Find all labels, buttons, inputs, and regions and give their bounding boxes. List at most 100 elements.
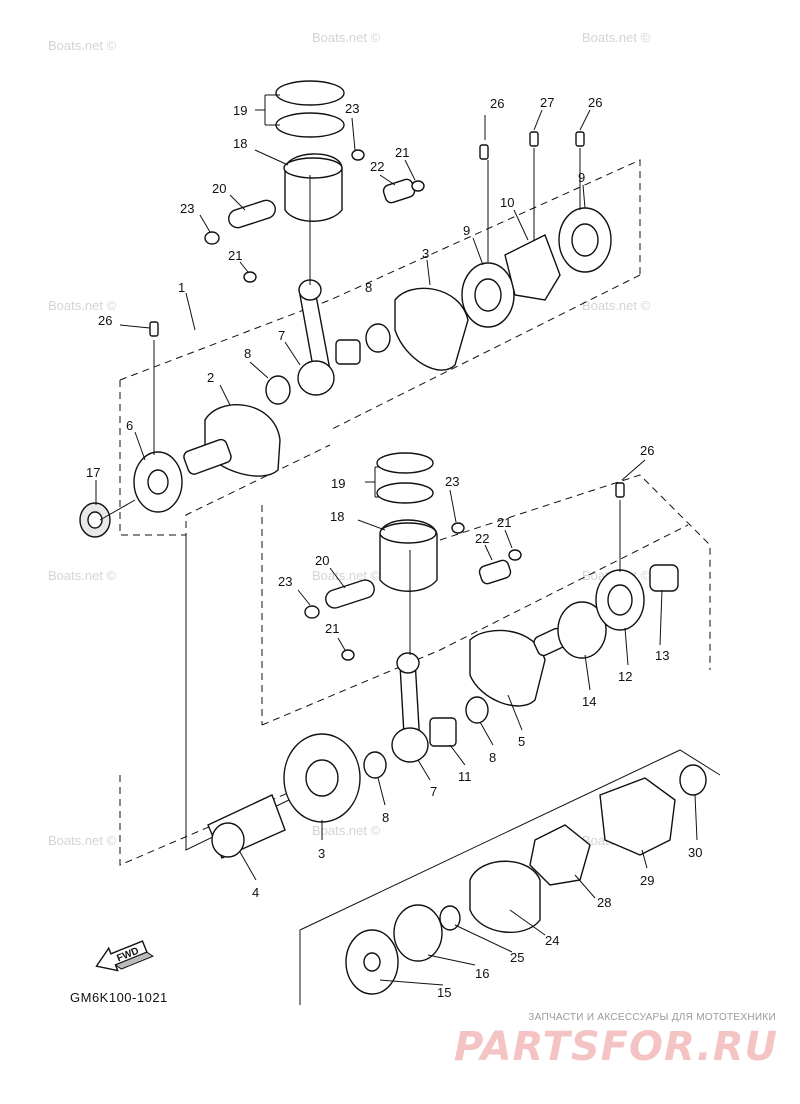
collar — [649, 564, 679, 592]
oil-seal-inner — [87, 511, 103, 529]
piston-crown — [283, 157, 343, 179]
watermark-text: Boats.net © — [582, 30, 651, 45]
callout-18: 18 — [233, 136, 247, 151]
callout-15: 15 — [437, 985, 451, 1000]
diagram-code: GM6K100-1021 — [70, 990, 168, 1005]
callout-8: 8 — [244, 346, 251, 361]
damper-rubber — [529, 824, 591, 886]
bearing-inner — [571, 223, 599, 257]
dowel-shaft-end — [211, 822, 245, 858]
needle-bearing — [478, 559, 512, 585]
piston-crown — [379, 522, 437, 544]
callout-11: 11 — [458, 769, 472, 784]
callout-9: 9 — [578, 170, 585, 185]
watermark-text: Boats.net © — [48, 568, 117, 583]
callout-3: 3 — [422, 246, 429, 261]
circlip — [204, 231, 220, 245]
callout-25: 25 — [510, 950, 524, 965]
watermark-text: Boats.net © — [48, 833, 117, 848]
callout-23: 23 — [278, 574, 292, 589]
dowel-pin — [149, 321, 159, 337]
callout-4: 4 — [252, 885, 259, 900]
callout-23: 23 — [180, 201, 194, 216]
oil-pump-drive — [504, 234, 561, 301]
callout-23: 23 — [445, 474, 459, 489]
snap-ring — [557, 601, 607, 659]
thrust-washer — [465, 696, 489, 724]
piston-ring-top — [275, 80, 345, 106]
crank-web-right — [394, 287, 469, 371]
output-drive-assembly — [345, 764, 707, 995]
callout-7: 7 — [430, 784, 437, 799]
watermark-text: Boats.net © — [48, 38, 117, 53]
callout-19: 19 — [331, 476, 345, 491]
callout-29: 29 — [640, 873, 654, 888]
washer — [508, 549, 522, 561]
coupling-claw — [599, 777, 676, 856]
fwd-arrow-icon: FWD — [95, 940, 154, 972]
callout-8: 8 — [382, 810, 389, 825]
circlip — [451, 522, 465, 534]
callout-12: 12 — [618, 669, 632, 684]
callout-26: 26 — [490, 96, 504, 111]
callout-30: 30 — [688, 845, 702, 860]
watermark-text: Boats.net © — [312, 30, 381, 45]
crank-pin — [429, 717, 457, 747]
callout-3: 3 — [318, 846, 325, 861]
callout-21: 21 — [325, 621, 339, 636]
watermark-text: Boats.net © — [48, 298, 117, 313]
callout-7: 7 — [278, 328, 285, 343]
dowel-pin — [529, 131, 539, 147]
watermark-text: Boats.net © — [312, 568, 381, 583]
watermark-text: Boats.net © — [312, 823, 381, 838]
dowel-pin — [575, 131, 585, 147]
piston-ring-top — [376, 452, 434, 474]
callout-8: 8 — [365, 280, 372, 295]
callout-9: 9 — [463, 223, 470, 238]
callout-2: 2 — [207, 370, 214, 385]
assembly-frames — [119, 159, 721, 1005]
dowel-pin — [615, 482, 625, 498]
lower-crank-assembly — [207, 452, 679, 859]
thrust-washer — [265, 375, 291, 405]
washer — [243, 271, 257, 283]
circlip — [351, 149, 365, 161]
piston-ring-second — [275, 112, 345, 138]
callout-21: 21 — [228, 248, 242, 263]
callout-22: 22 — [475, 531, 489, 546]
bearing-inner — [305, 759, 339, 797]
callout-labels: 19 23 18 21 22 20 23 21 1 26 26 27 26 9 … — [86, 95, 702, 1000]
callout-27: 27 — [540, 95, 554, 110]
callout-21: 21 — [395, 145, 409, 160]
callout-28: 28 — [597, 895, 611, 910]
callout-10: 10 — [500, 195, 514, 210]
thrust-washer — [365, 323, 391, 353]
callout-6: 6 — [126, 418, 133, 433]
piston-pin — [325, 579, 375, 609]
piston-ring-second — [376, 482, 434, 504]
thrust-washer — [363, 751, 387, 779]
upper-crank-assembly — [79, 80, 612, 538]
callout-20: 20 — [315, 553, 329, 568]
callout-26: 26 — [588, 95, 602, 110]
crankshaft-stub — [183, 438, 232, 475]
rod-small-end — [396, 652, 420, 674]
washer — [341, 649, 355, 661]
callout-18: 18 — [330, 509, 344, 524]
callout-24: 24 — [545, 933, 559, 948]
needle-bearing — [382, 178, 416, 204]
leader-lines — [95, 94, 698, 986]
coupling-hub — [469, 860, 541, 934]
callout-21: 21 — [497, 515, 511, 530]
rod-big-end — [297, 360, 335, 396]
piston-pin — [228, 199, 276, 229]
callout-13: 13 — [655, 648, 669, 663]
callout-1: 1 — [178, 280, 185, 295]
circlip — [304, 605, 320, 619]
crank-web — [469, 629, 546, 707]
callout-14: 14 — [582, 694, 596, 709]
plate-hole — [363, 952, 381, 972]
watermark-text: Boats.net © — [582, 298, 651, 313]
bearing-inner — [474, 278, 502, 312]
